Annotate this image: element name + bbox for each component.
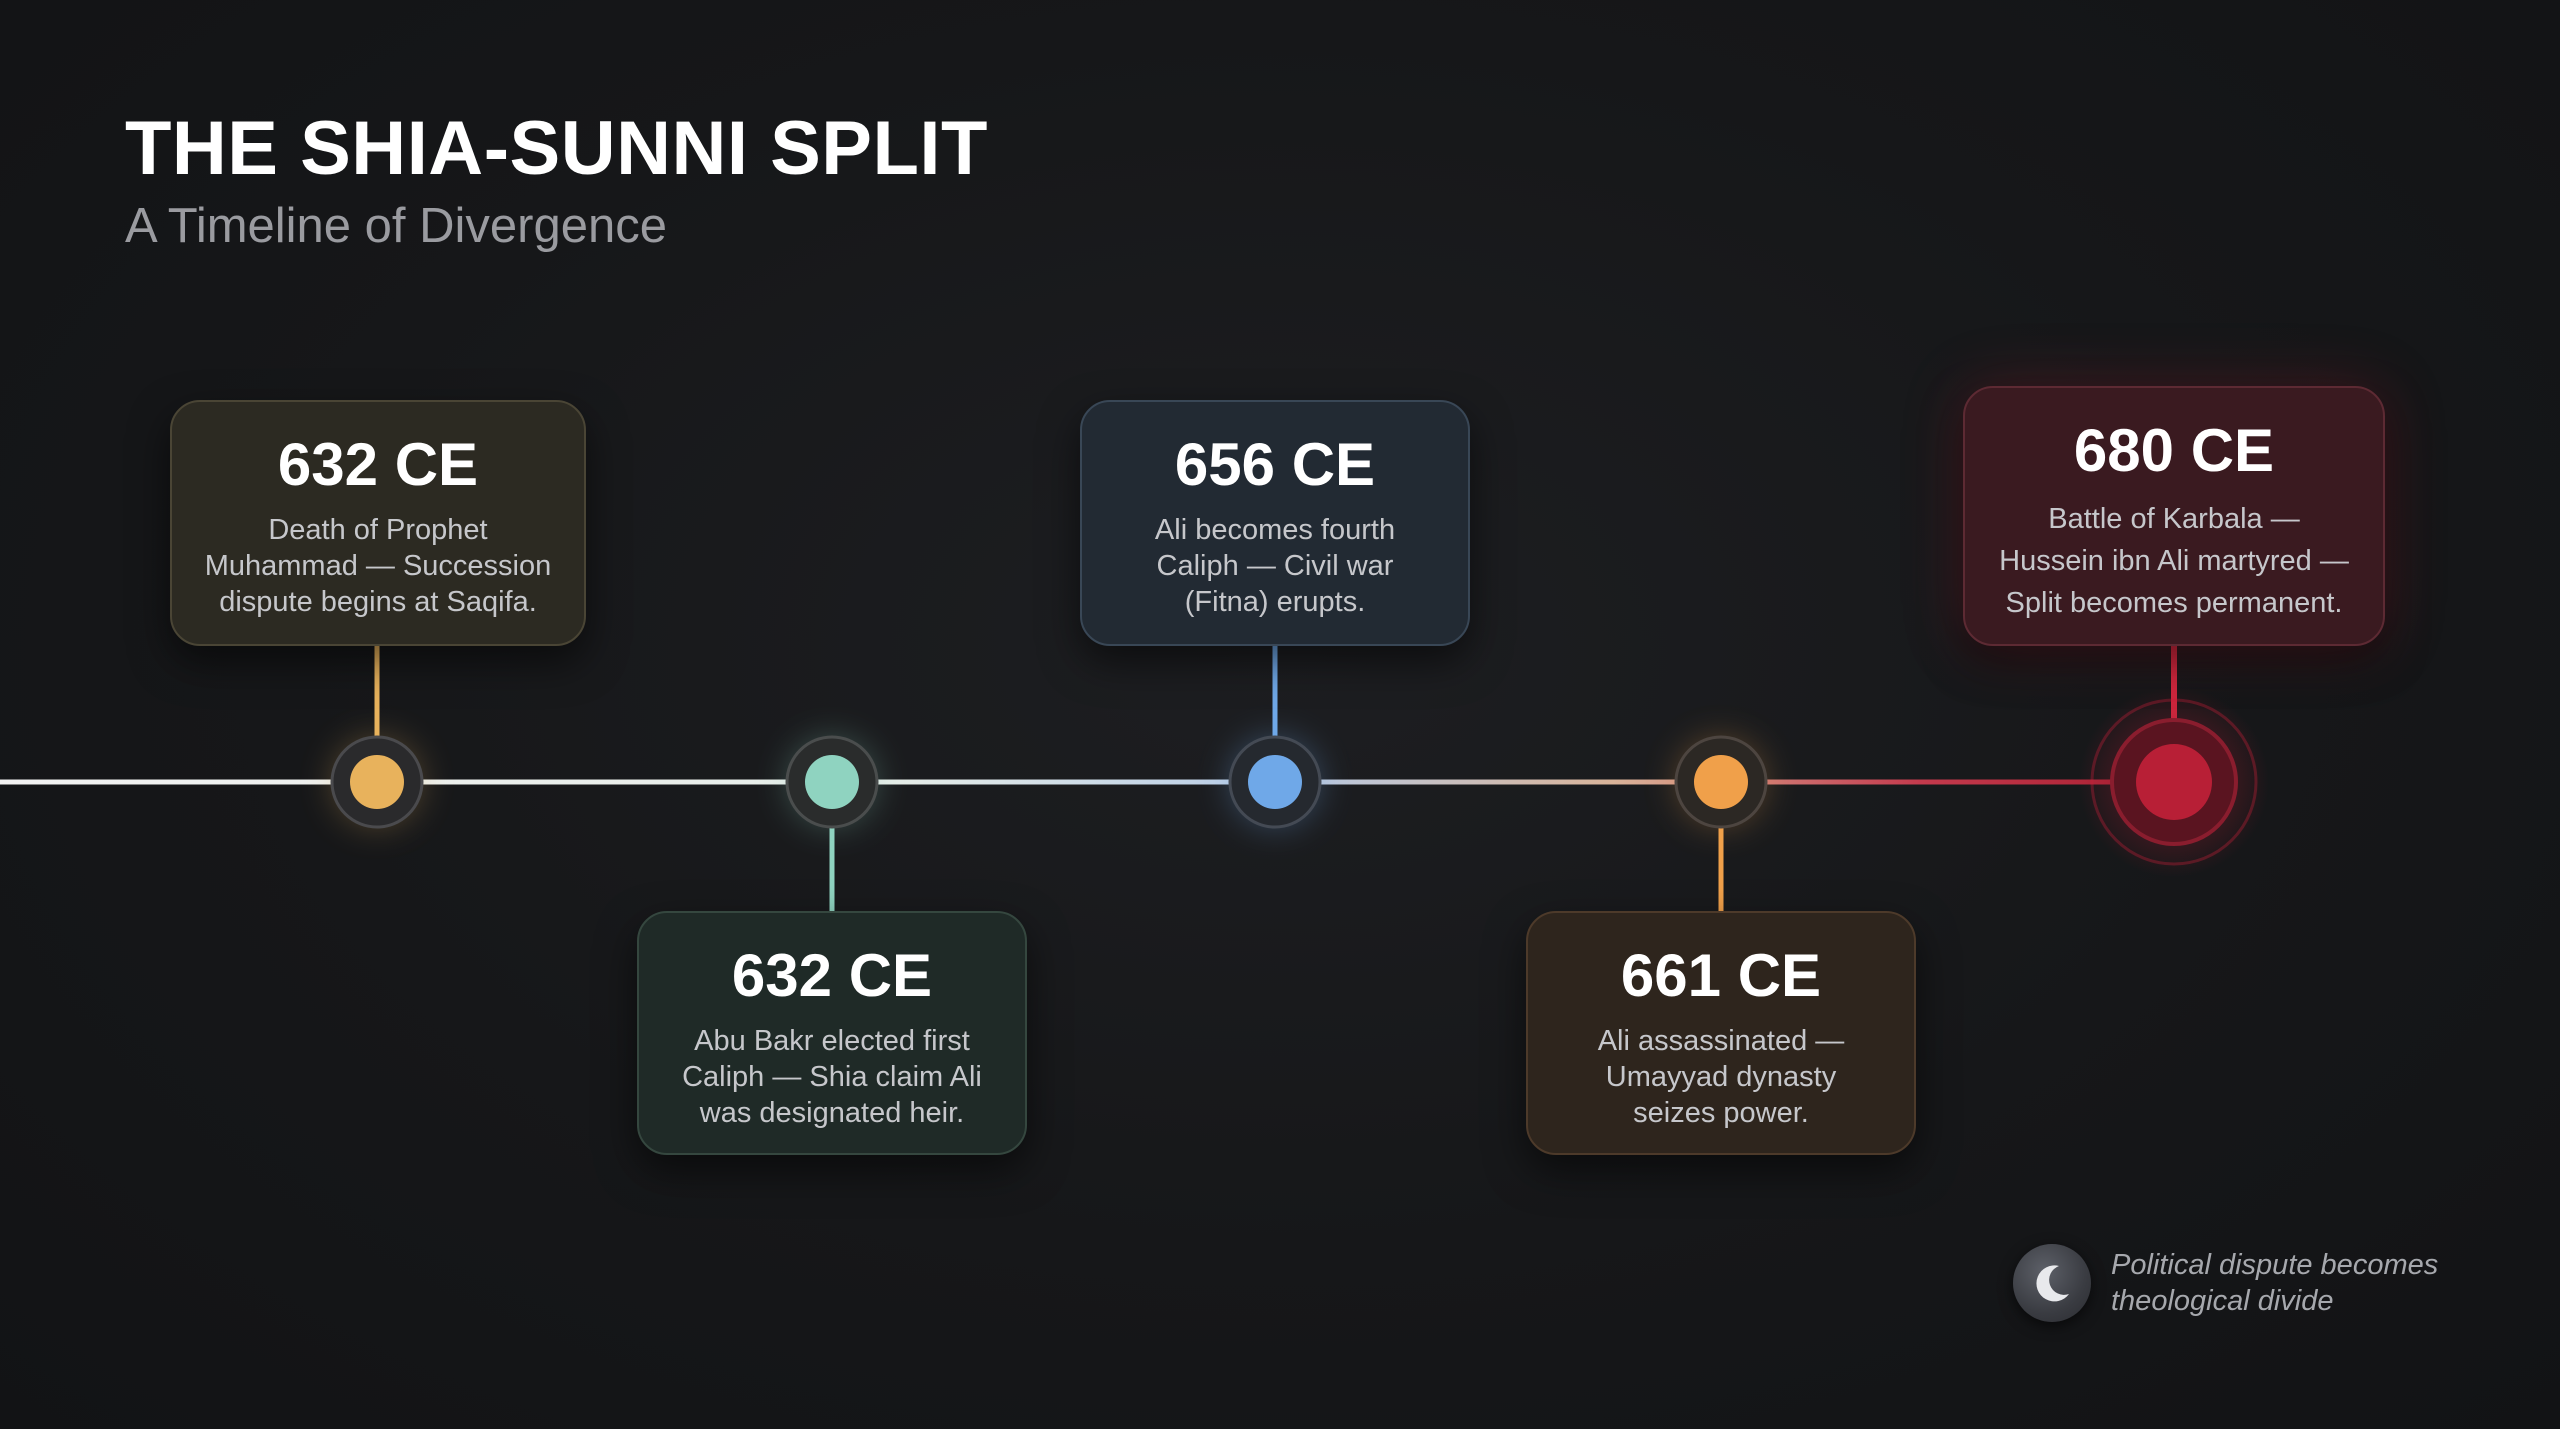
page-subtitle: A Timeline of Divergence: [125, 199, 667, 253]
event-description-line: Death of Prophet: [268, 514, 488, 546]
event-description-line: Umayyad dynasty: [1605, 1061, 1837, 1093]
event-description-line: Muhammad — Succession: [204, 550, 552, 582]
event-description-line: Caliph — Civil war: [1156, 550, 1394, 582]
event-description: Ali assassinated — Umayyad dynasty seize…: [1528, 1023, 1914, 1131]
event-description: Death of Prophet Muhammad — Succession d…: [172, 512, 584, 620]
event-description-line: Split becomes permanent.: [2005, 587, 2343, 619]
event-description-line: was designated heir.: [699, 1097, 965, 1129]
event-node-4: [1674, 735, 1768, 829]
footnote-line: theological divide: [2111, 1285, 2334, 1317]
event-description: Abu Bakr elected first Caliph — Shia cla…: [639, 1023, 1025, 1131]
event-card-3: 656 CE Ali becomes fourth Caliph — Civil…: [1080, 400, 1470, 646]
event-card-1: 632 CE Death of Prophet Muhammad — Succe…: [170, 400, 586, 646]
event-description: Battle of Karbala — Hussein ibn Ali mart…: [1965, 498, 2383, 624]
crescent-moon-icon: [2013, 1244, 2091, 1322]
event-card-4: 661 CE Ali assassinated — Umayyad dynast…: [1526, 911, 1916, 1155]
event-year: 632 CE: [277, 431, 479, 498]
event-year: 680 CE: [2073, 417, 2275, 484]
page-title: THE SHIA-SUNNI SPLIT: [125, 106, 988, 191]
event-node-1: [330, 735, 424, 829]
event-node-2: [785, 735, 879, 829]
event-node-5: [2079, 687, 2269, 877]
footnote-line: Political dispute becomes: [2111, 1249, 2439, 1281]
event-card-5: 680 CE Battle of Karbala — Hussein ibn A…: [1963, 386, 2385, 646]
event-description: Ali becomes fourth Caliph — Civil war (F…: [1082, 512, 1468, 620]
event-description-line: Battle of Karbala —: [2048, 503, 2300, 535]
event-description-line: (Fitna) erupts.: [1184, 586, 1366, 618]
event-year: 632 CE: [731, 942, 933, 1009]
event-year: 661 CE: [1620, 942, 1822, 1009]
event-year: 656 CE: [1174, 431, 1376, 498]
event-description-line: seizes power.: [1633, 1097, 1809, 1129]
event-card-2: 632 CE Abu Bakr elected first Caliph — S…: [637, 911, 1027, 1155]
footnote: Political dispute becomes theological di…: [2013, 1244, 2438, 1322]
event-description-line: Hussein ibn Ali martyred —: [1999, 545, 2349, 577]
footnote-text: Political dispute becomes theological di…: [2111, 1247, 2438, 1319]
event-description-line: Abu Bakr elected first: [694, 1025, 970, 1057]
event-description-line: Ali assassinated —: [1597, 1025, 1845, 1057]
event-description-line: Ali becomes fourth: [1154, 514, 1396, 546]
event-description-line: dispute begins at Saqifa.: [219, 586, 537, 618]
event-node-3: [1228, 735, 1322, 829]
event-description-line: Caliph — Shia claim Ali: [682, 1061, 982, 1093]
